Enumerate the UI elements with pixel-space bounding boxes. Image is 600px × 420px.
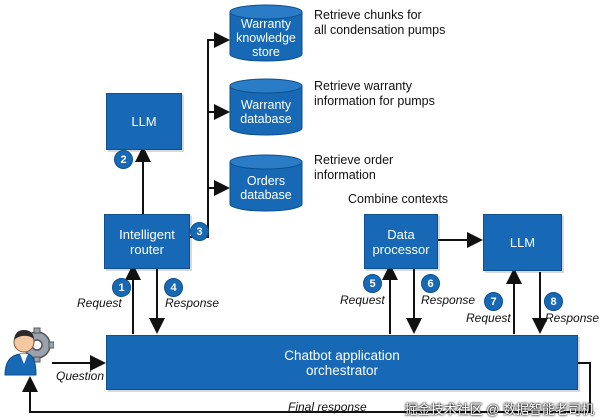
- arrow-final-response: [22, 362, 591, 413]
- arrow-router-to-knowledge-store: [188, 32, 230, 238]
- orders-database-label: Orders database: [240, 174, 292, 202]
- data-processor-box: Data processor: [364, 214, 438, 269]
- label-response-8: Response: [545, 311, 600, 325]
- warranty-knowledge-store-db: Warranty knowledge store: [229, 4, 303, 62]
- llm-right-box: LLM: [483, 214, 562, 271]
- label-response-4: Response: [165, 296, 220, 310]
- watermark-text: 掘金技术社区 @ 数据智能老司机: [404, 402, 594, 417]
- warranty-database-label: Warranty database: [240, 98, 292, 126]
- intelligent-router-box: Intelligent router: [104, 214, 190, 269]
- warranty-knowledge-store-label: Warranty knowledge store: [236, 17, 296, 59]
- llm-top-box: LLM: [106, 93, 182, 150]
- annotation-retrieve-order: Retrieve order information: [314, 153, 394, 182]
- step-badge-6: 6: [421, 274, 440, 293]
- user-with-gear-icon: [4, 327, 54, 376]
- label-request-1: Request: [77, 296, 122, 310]
- label-final-response: Final response: [288, 400, 367, 414]
- annotation-combine-contexts: Combine contexts: [348, 192, 449, 206]
- step-badge-5: 5: [363, 274, 382, 293]
- label-request-7: Request: [466, 311, 511, 325]
- step-badge-8: 8: [544, 292, 563, 311]
- label-response-6: Response: [421, 293, 476, 307]
- label-question: Question: [56, 369, 105, 383]
- annotation-retrieve-chunks: Retrieve chunks for all condensation pum…: [314, 8, 446, 37]
- step-badge-7: 7: [484, 292, 503, 311]
- label-request-5: Request: [340, 293, 385, 307]
- annotation-retrieve-warranty: Retrieve warranty information for pumps: [314, 79, 435, 108]
- step-badge-4: 4: [164, 278, 183, 297]
- orders-database-db: Orders database: [229, 154, 303, 212]
- warranty-database-db: Warranty database: [229, 78, 303, 136]
- step-badge-3: 3: [190, 222, 209, 241]
- chatbot-orchestrator-box: Chatbot application orchestrator: [106, 335, 578, 390]
- step-badge-2: 2: [114, 150, 133, 169]
- step-badge-1: 1: [112, 278, 131, 297]
